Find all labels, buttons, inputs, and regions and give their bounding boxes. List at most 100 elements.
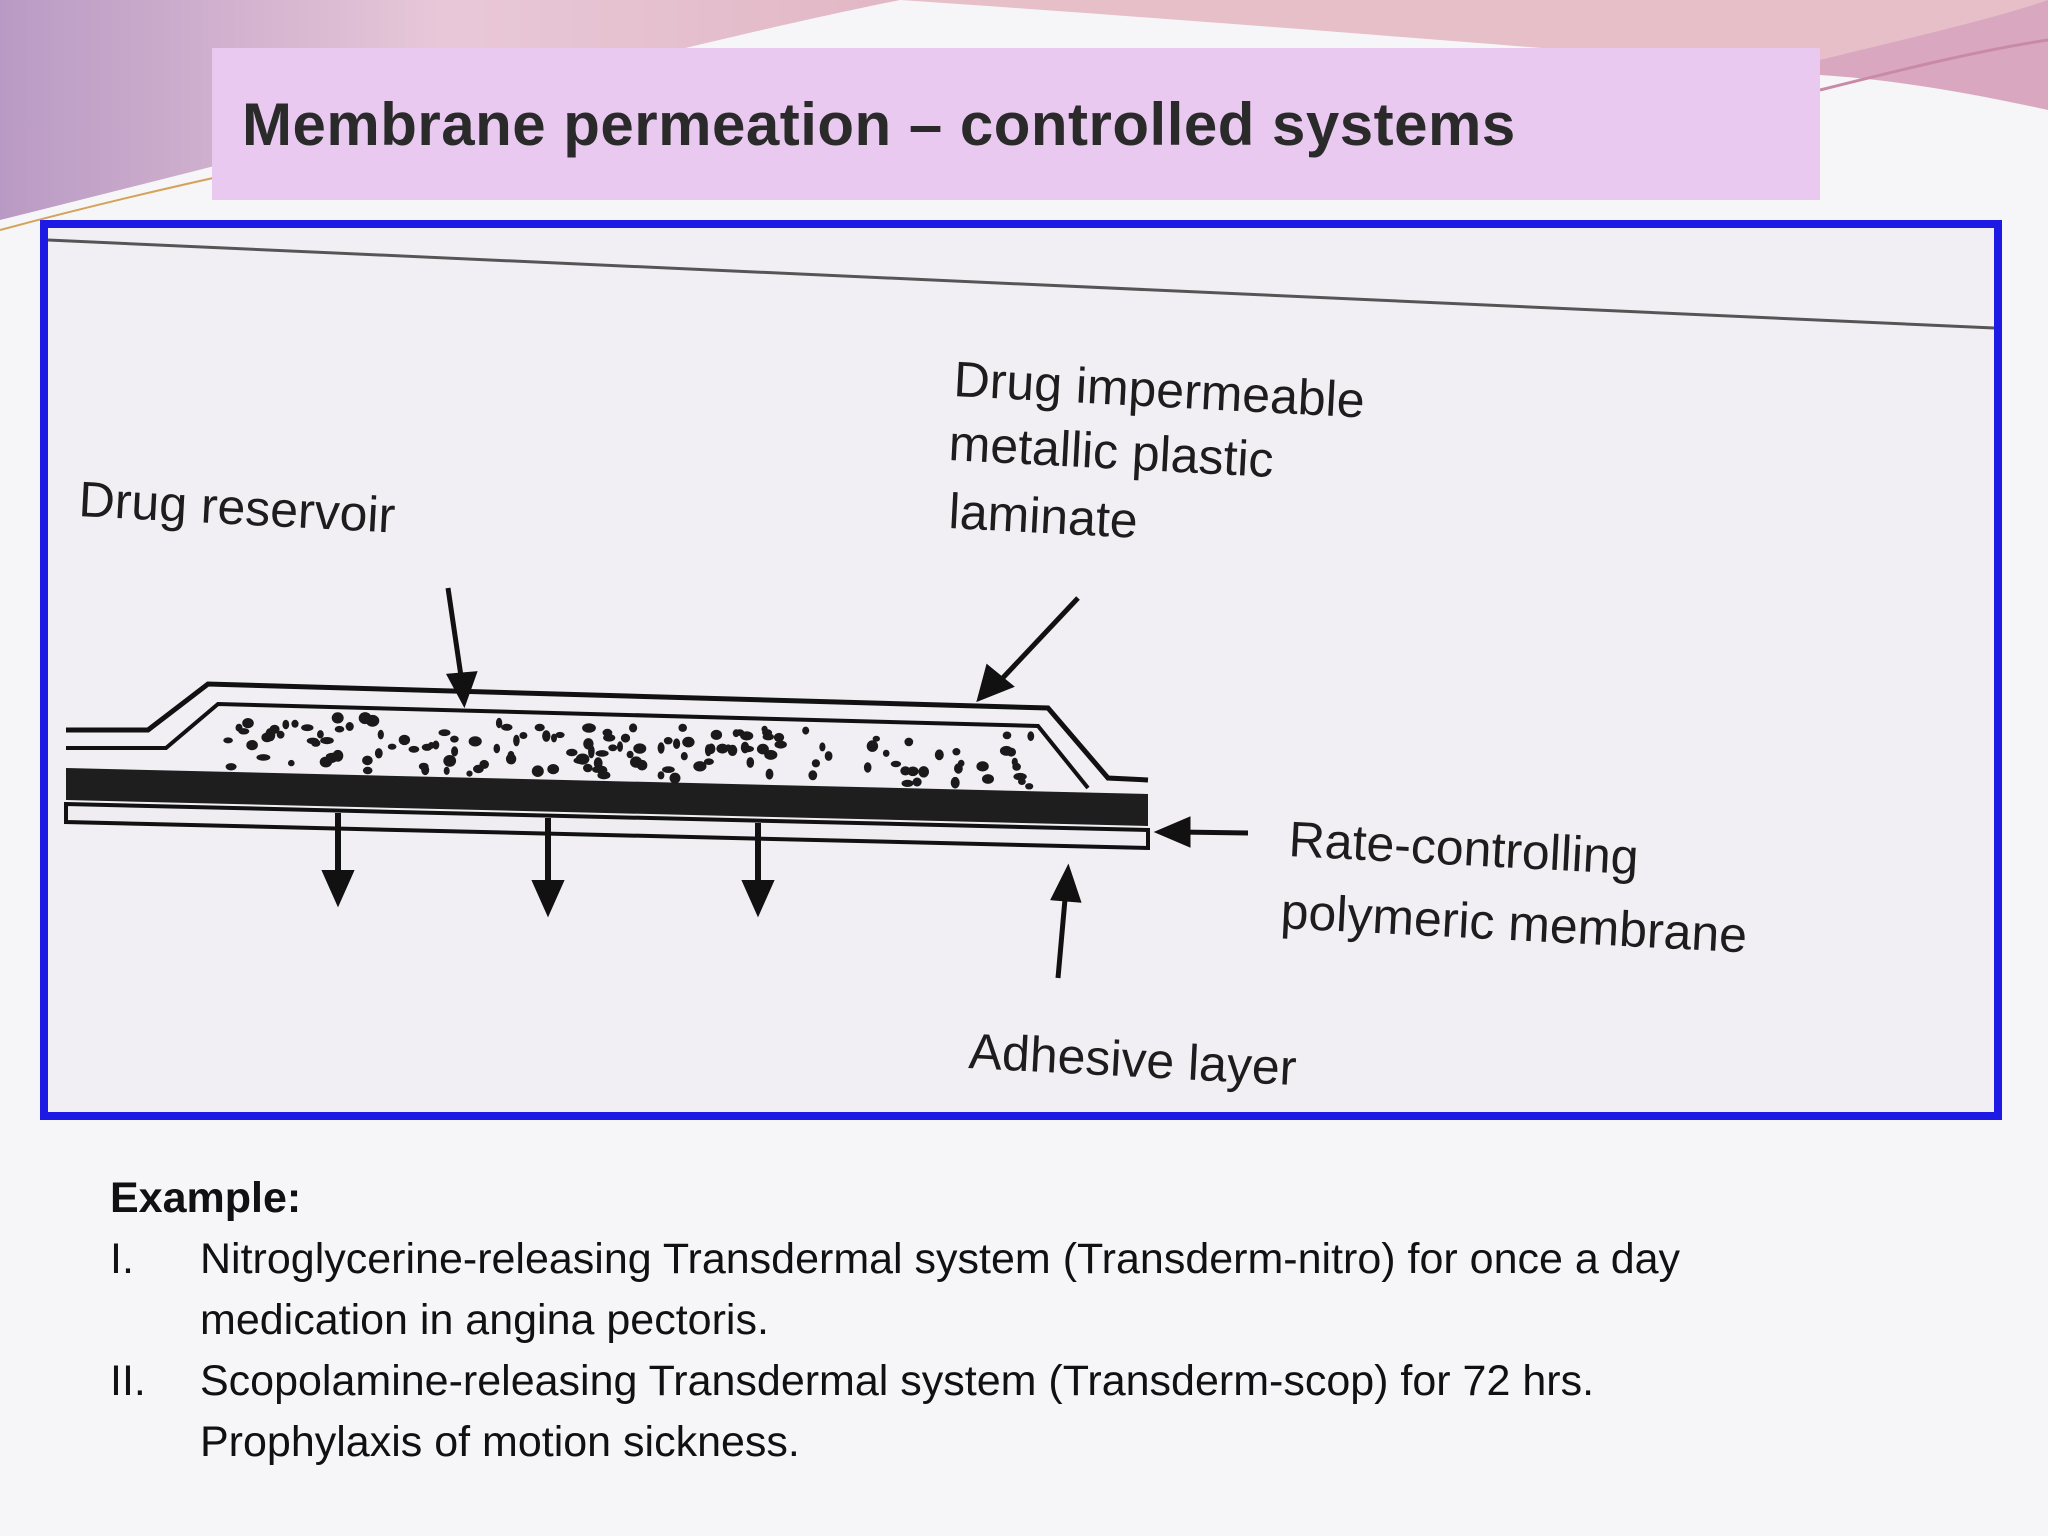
drug-particle bbox=[223, 737, 233, 744]
drug-particle bbox=[519, 732, 528, 739]
example-numeral: I. bbox=[110, 1235, 134, 1283]
drug-particle bbox=[531, 765, 544, 777]
example-text-line: Nitroglycerine-releasing Transdermal sys… bbox=[200, 1235, 1681, 1283]
drug-particle bbox=[588, 747, 595, 759]
drug-particle bbox=[306, 737, 319, 744]
drug-particles bbox=[223, 712, 1035, 790]
drug-particle bbox=[976, 761, 989, 772]
drug-particle bbox=[493, 743, 501, 754]
drug-particle bbox=[626, 750, 634, 759]
label-arrows bbox=[445, 587, 1249, 979]
drug-particle bbox=[288, 759, 295, 767]
drug-particle bbox=[863, 762, 872, 773]
drug-particle bbox=[547, 764, 560, 775]
drug-particle bbox=[934, 749, 944, 761]
drug-particle bbox=[597, 771, 611, 780]
drug-particle bbox=[282, 719, 290, 730]
drug-particle bbox=[377, 729, 384, 740]
drug-particle bbox=[443, 755, 457, 767]
release-arrows bbox=[321, 813, 775, 918]
drug-particle bbox=[866, 740, 879, 752]
drug-particle bbox=[468, 736, 482, 747]
drug-particle bbox=[428, 742, 435, 749]
drug-particle bbox=[408, 745, 420, 753]
drug-particle bbox=[890, 760, 902, 768]
drug-particle bbox=[727, 744, 738, 757]
drug-particle bbox=[774, 740, 787, 749]
drug-particle bbox=[566, 748, 578, 757]
drug-particle bbox=[362, 766, 373, 775]
drug-particle bbox=[819, 742, 826, 752]
drug-particle bbox=[811, 759, 821, 768]
drug-particle bbox=[603, 734, 616, 742]
drug-particle bbox=[662, 766, 675, 773]
drug-particle bbox=[808, 770, 818, 781]
label-laminate-line2: metallic plastic bbox=[947, 415, 1275, 488]
drug-particle bbox=[345, 722, 354, 731]
drug-particle bbox=[907, 766, 919, 777]
label-laminate-line1: Drug impermeable bbox=[952, 351, 1366, 428]
drug-particle bbox=[629, 723, 638, 733]
drug-particle bbox=[657, 742, 665, 754]
label-drug-reservoir: Drug reservoir bbox=[77, 471, 396, 544]
drug-particle bbox=[802, 726, 810, 735]
drug-particle bbox=[716, 743, 729, 754]
laminate-inner-line bbox=[66, 701, 1090, 790]
drug-particle bbox=[495, 717, 503, 729]
page-title: Membrane permeation – controlled systems bbox=[242, 91, 1516, 158]
laminate-outer-line bbox=[66, 681, 1149, 783]
drug-particle bbox=[573, 757, 586, 764]
transdermal-patch-diagram: Drug reservoir Drug impermeable metallic… bbox=[48, 238, 1994, 1096]
drug-particle bbox=[901, 779, 914, 788]
drug-particle bbox=[732, 729, 740, 738]
examples-section: Example: I. Nitroglycerine-releasing Tra… bbox=[110, 1168, 1910, 1473]
drug-particle bbox=[1002, 731, 1012, 740]
example-text-line: medication in angina pectoris. bbox=[200, 1296, 769, 1344]
drug-particle bbox=[269, 724, 280, 734]
drug-particle bbox=[680, 752, 688, 761]
drug-particle bbox=[1027, 731, 1035, 742]
drug-particle bbox=[421, 764, 430, 776]
drug-particle bbox=[773, 732, 785, 742]
drug-particle bbox=[669, 772, 681, 784]
drug-particle bbox=[466, 770, 473, 777]
drug-particle bbox=[362, 755, 373, 766]
drug-particle bbox=[443, 766, 450, 775]
example-text-line: Prophylaxis of motion sickness. bbox=[200, 1418, 800, 1466]
label-laminate-line3: laminate bbox=[947, 483, 1139, 549]
drug-particle bbox=[1025, 783, 1034, 790]
drug-particle bbox=[334, 725, 345, 733]
drug-particle bbox=[608, 744, 618, 752]
drug-particle bbox=[710, 729, 723, 740]
drug-particle bbox=[276, 730, 285, 739]
drug-particle bbox=[912, 777, 922, 787]
drug-particle bbox=[256, 754, 271, 761]
label-membrane-line1: Rate-controlling bbox=[1287, 811, 1640, 885]
diagram-frame: Drug reservoir Drug impermeable metallic… bbox=[40, 220, 2002, 1120]
drug-particle bbox=[617, 741, 623, 752]
drug-particle bbox=[636, 759, 648, 771]
example-item: II. Scopolamine-releasing Transdermal sy… bbox=[110, 1351, 1910, 1473]
drug-particle bbox=[593, 757, 603, 769]
drug-particle bbox=[954, 763, 963, 774]
drug-particle bbox=[450, 735, 459, 743]
drug-particle bbox=[740, 731, 754, 741]
drug-particle bbox=[301, 724, 314, 732]
drug-particle bbox=[451, 746, 459, 757]
drug-particle bbox=[501, 723, 513, 731]
drug-particle bbox=[918, 766, 929, 778]
drug-particle bbox=[872, 735, 880, 742]
drug-particle bbox=[479, 759, 490, 769]
example-item: I. Nitroglycerine-releasing Transdermal … bbox=[110, 1229, 1910, 1351]
label-adhesive-layer: Adhesive layer bbox=[967, 1023, 1297, 1096]
drug-particle bbox=[513, 734, 520, 747]
drug-particle bbox=[982, 774, 994, 784]
drug-particle bbox=[551, 733, 557, 743]
drug-particle bbox=[432, 740, 440, 750]
drug-particle bbox=[592, 766, 602, 773]
drug-particle bbox=[291, 719, 299, 728]
drug-particle bbox=[555, 731, 565, 739]
drug-particle bbox=[703, 758, 714, 765]
drug-particle bbox=[824, 751, 833, 761]
drug-particle bbox=[438, 729, 451, 737]
